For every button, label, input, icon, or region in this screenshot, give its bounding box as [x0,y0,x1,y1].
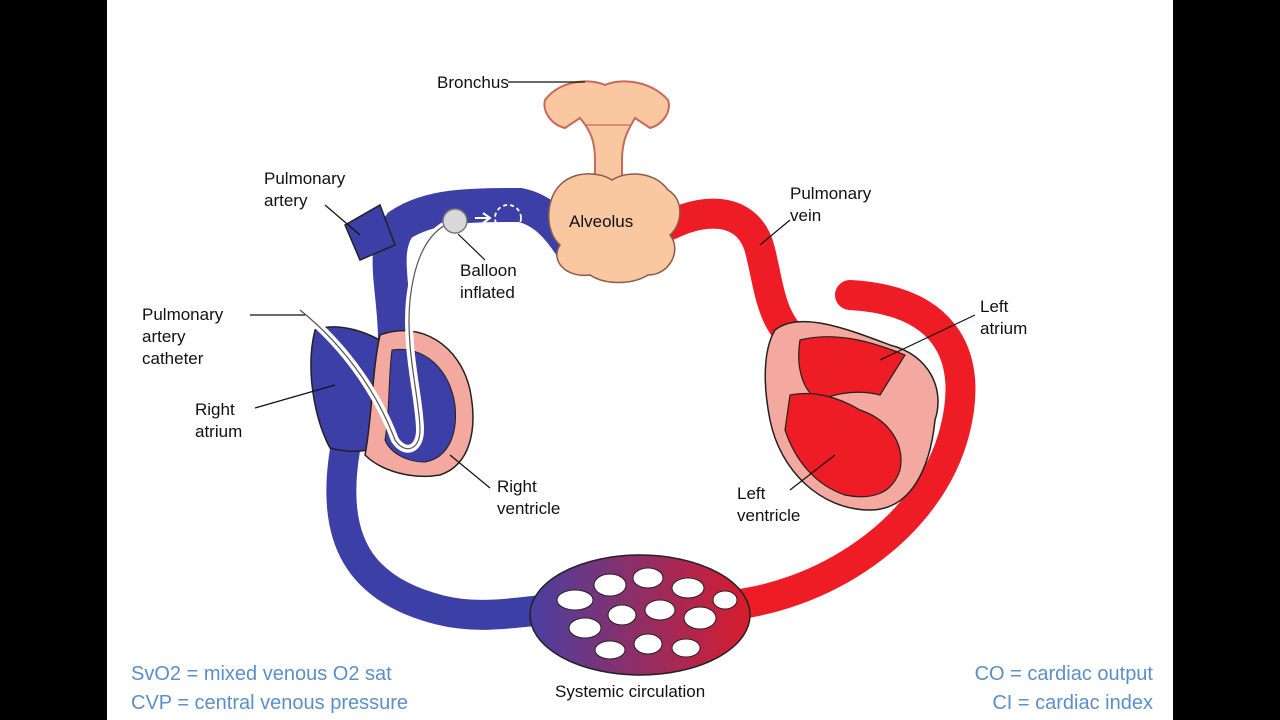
pulmonary-vein-vessel [655,198,815,360]
systemic-capillary-bed [529,554,751,676]
note-co: CO = cardiac output [974,663,1153,685]
note-svo2: SvO2 = mixed venous O2 sat [131,663,392,685]
note-ci: CI = cardiac index [992,692,1153,714]
pulmonary-artery-vessel [372,187,587,357]
label-pulmonary-artery: Pulmonary artery [264,169,350,210]
note-cvp: CVP = central venous pressure [131,692,409,714]
venous-return-vessel [326,435,575,630]
alveolus-shape [548,173,681,284]
circulation-diagram: Bronchus Pulmonary artery Alveolus Pulmo… [142,73,1027,701]
left-heart [764,320,939,511]
aortic-vessel [705,280,976,621]
label-right-atrium: Right atrium [195,400,242,441]
label-systemic-circulation: Systemic circulation [555,682,705,701]
slide: Bronchus Pulmonary artery Alveolus Pulmo… [107,0,1173,720]
notes-right: CO = cardiac output CI = cardiac index [975,660,1153,718]
label-alveolus: Alveolus [569,212,633,231]
label-bronchus: Bronchus [437,73,509,92]
leader-lines [250,81,976,491]
label-catheter: Pulmonary artery catheter [142,305,228,368]
balloon-icon [442,204,522,234]
label-left-atrium: Left atrium [980,297,1027,338]
label-balloon-inflated: Balloon inflated [460,261,521,302]
notes-left: SvO2 = mixed venous O2 sat CVP = central… [131,660,408,718]
label-left-ventricle: Left ventricle [737,484,800,525]
label-pulmonary-vein: Pulmonary vein [790,184,876,225]
bronchus-shape [543,80,670,181]
label-right-ventricle: Right ventricle [497,477,560,518]
